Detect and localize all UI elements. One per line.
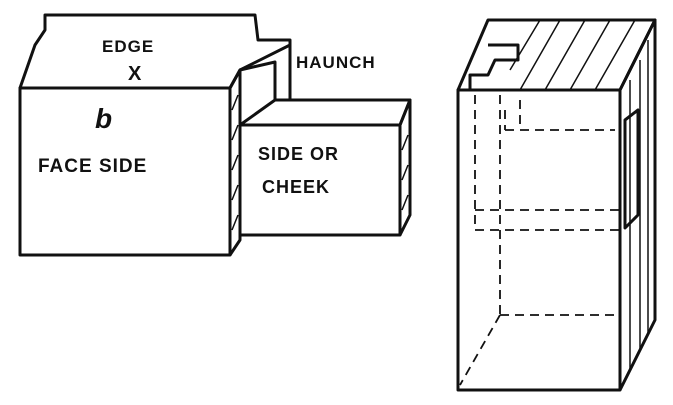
- label-haunch: HAUNCH: [296, 53, 376, 72]
- label-cheek: CHEEK: [262, 177, 330, 197]
- mortise-opening: [468, 43, 520, 90]
- label-side-or: SIDE OR: [258, 144, 339, 164]
- tenon-cheek-face: [240, 123, 402, 237]
- top-grain-hatching: [509, 19, 636, 91]
- label-face-side: FACE SIDE: [38, 156, 147, 177]
- haunch: [239, 60, 290, 102]
- mortise-side: [618, 18, 657, 391]
- label-edge: EDGE: [102, 37, 154, 56]
- hidden-lines: [459, 95, 620, 386]
- tenon-cheek: [238, 98, 412, 127]
- label-face-mark: b: [95, 103, 113, 134]
- end-grain-hatching: [231, 94, 239, 231]
- tenon-piece: EDGE X HAUNCH b FACE SIDE SIDE OR CHEEK: [18, 13, 412, 257]
- side-mortise-slot: [623, 108, 640, 230]
- tenon-end-hatching: [401, 134, 409, 211]
- end-grain-strip: [228, 68, 242, 256]
- tenon-end: [398, 98, 412, 236]
- label-edge-mark: X: [128, 63, 142, 85]
- mortise-piece: [456, 18, 657, 392]
